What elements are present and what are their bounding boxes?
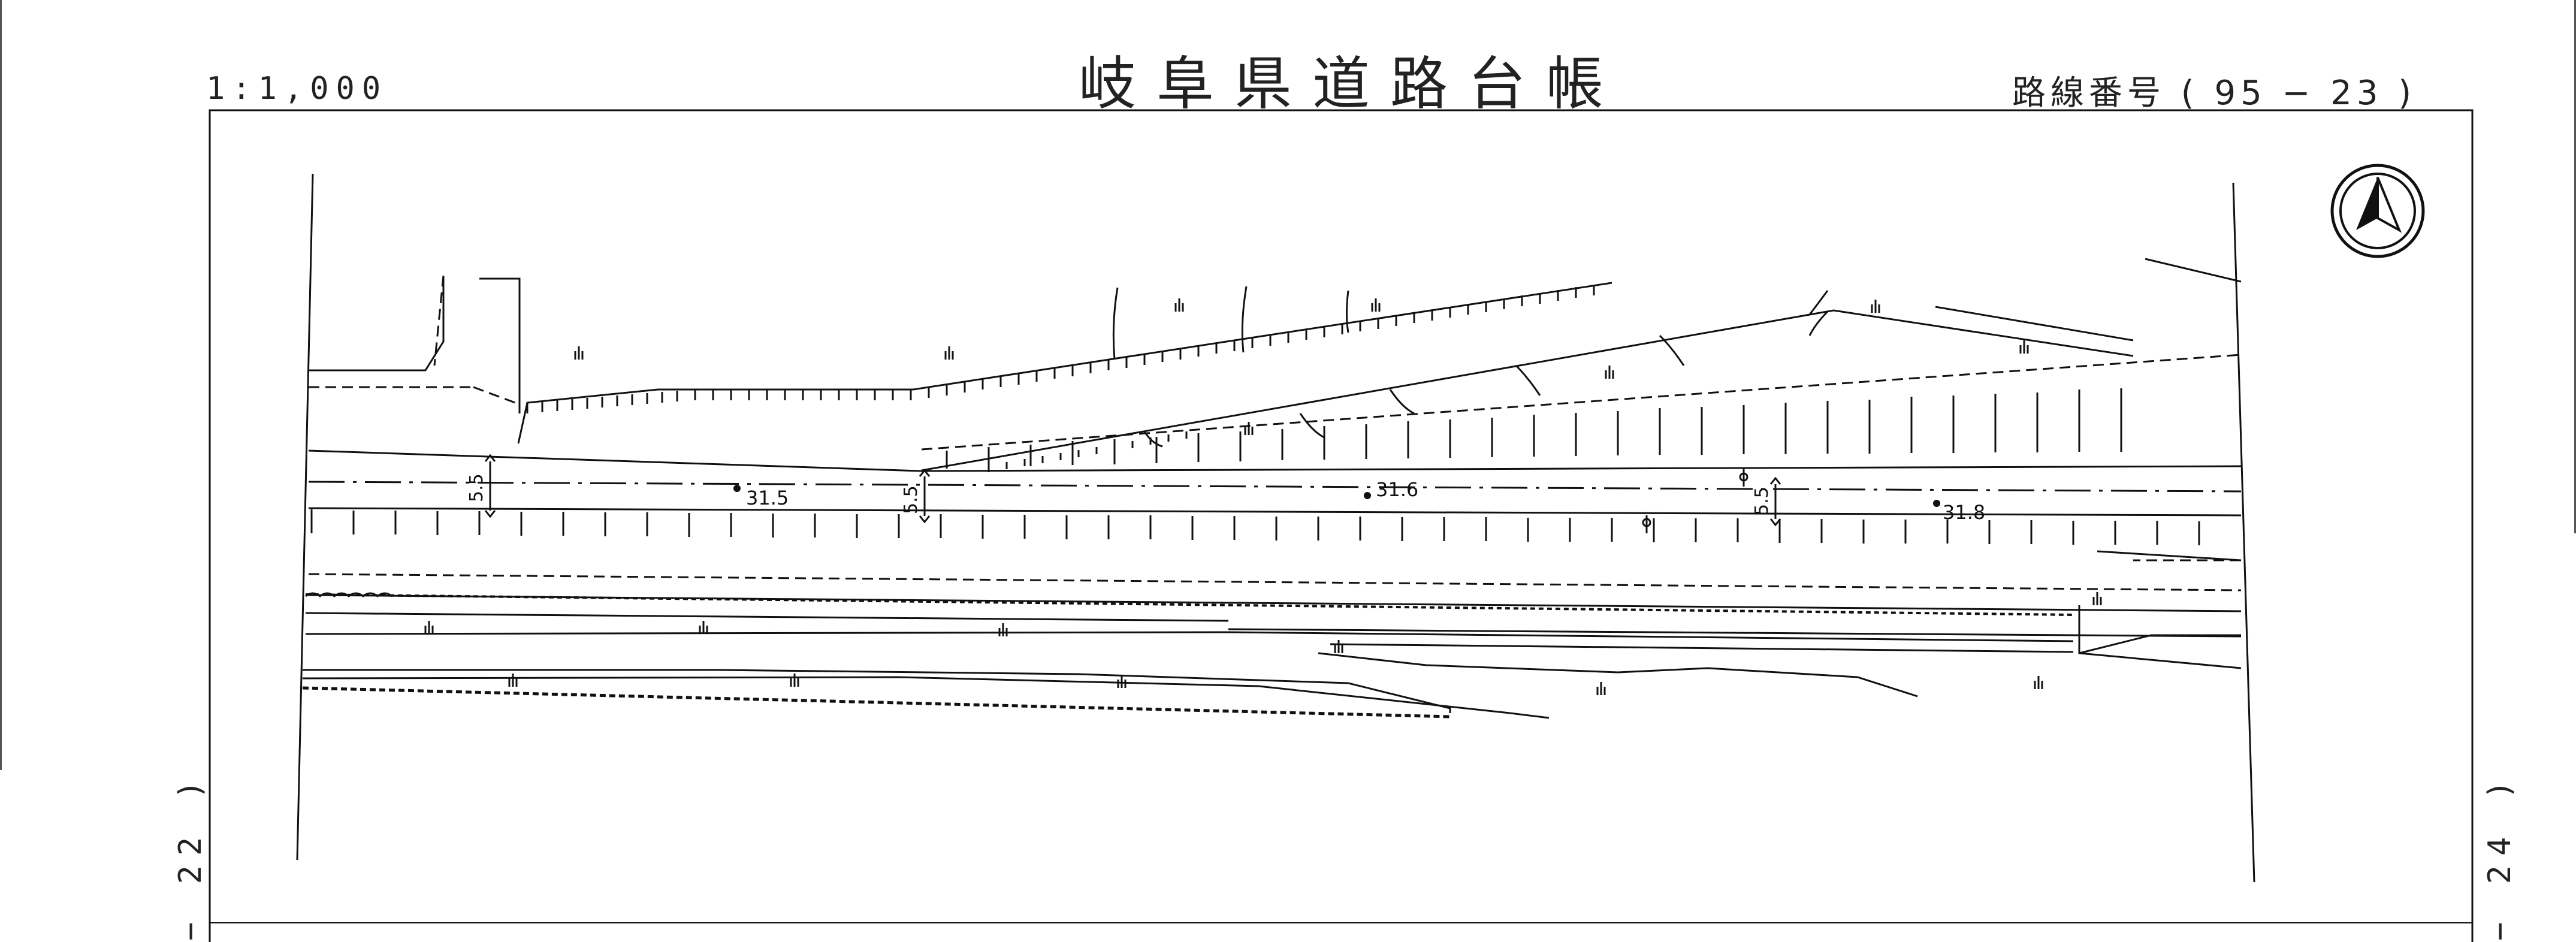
- hedge-line-river: [302, 686, 1451, 718]
- se-structure-2: [2079, 634, 2241, 654]
- elevation-points: [733, 485, 1940, 507]
- rail-line-5: [1228, 631, 2074, 642]
- shoulder-south-dashed: [308, 573, 2242, 591]
- drainage-ticks-north: [946, 388, 2122, 469]
- elevation-label-3: 31.8: [1943, 501, 1985, 524]
- road-width-label-2: 5.5: [901, 485, 922, 514]
- hedge-line-north-road: [305, 592, 392, 597]
- match-line-left: [296, 173, 314, 861]
- river-bank-3: [1318, 652, 1918, 698]
- se-structure-3: [2097, 550, 2242, 561]
- embankment-north-east: [921, 309, 1834, 472]
- river-bank-1: [303, 669, 1451, 713]
- elevation-label-1: 31.5: [746, 487, 789, 509]
- rail-line-3: [1228, 628, 2242, 638]
- road-edge-north: [308, 449, 922, 472]
- match-line-right: [2232, 182, 2255, 883]
- utility-poles: [1642, 467, 1748, 533]
- left-page-edge: [0, 0, 2, 770]
- width-markers: [484, 454, 1781, 527]
- north-fences: [1112, 286, 1829, 360]
- road-width-label-3: 5.5: [1751, 487, 1772, 515]
- wall-nw: [479, 277, 521, 413]
- road-edge-north-2: [921, 465, 2242, 472]
- ne-building: [2145, 258, 2242, 283]
- scale-label: 1:1,000: [206, 71, 388, 107]
- embankment-north-west: [517, 282, 1612, 444]
- river-bank-4: [1330, 643, 2074, 653]
- rail-line-2: [305, 612, 1229, 622]
- centerline: [308, 481, 2242, 493]
- property-dash-1: [433, 275, 445, 366]
- rail-line-4: [305, 631, 1229, 635]
- right-page-edge: [2574, 0, 2576, 533]
- sheet-frame: [209, 109, 2474, 942]
- slope-hatch-west: [526, 285, 1595, 413]
- north-arrow-icon: [2330, 164, 2425, 258]
- page-title: 岐阜県道路台帳: [1079, 50, 1624, 117]
- hedge-line-full: [305, 593, 2074, 616]
- embankment-ridge-east: [1935, 306, 2134, 342]
- drainage-ticks-south: [310, 509, 2200, 545]
- shoulder-north-dashed: [921, 354, 2242, 451]
- river-bank-2: [302, 676, 1550, 719]
- house-block-nw: [309, 276, 445, 372]
- grass-symbols: [424, 298, 2102, 695]
- house-block-nw-dash2: [473, 386, 519, 405]
- slope-curves: [1143, 310, 1829, 448]
- elevation-label-2: 31.6: [1376, 478, 1418, 501]
- route-number-label: 路線番号 ( 95 − 23 ): [2012, 74, 2417, 113]
- slope-hatch-east-toe: [987, 431, 1188, 472]
- embankment-top-east: [1833, 309, 2134, 357]
- rail-line-1: [305, 594, 2242, 612]
- road-edge-south: [308, 507, 2242, 517]
- road-width-label-1: 5.5: [466, 473, 487, 502]
